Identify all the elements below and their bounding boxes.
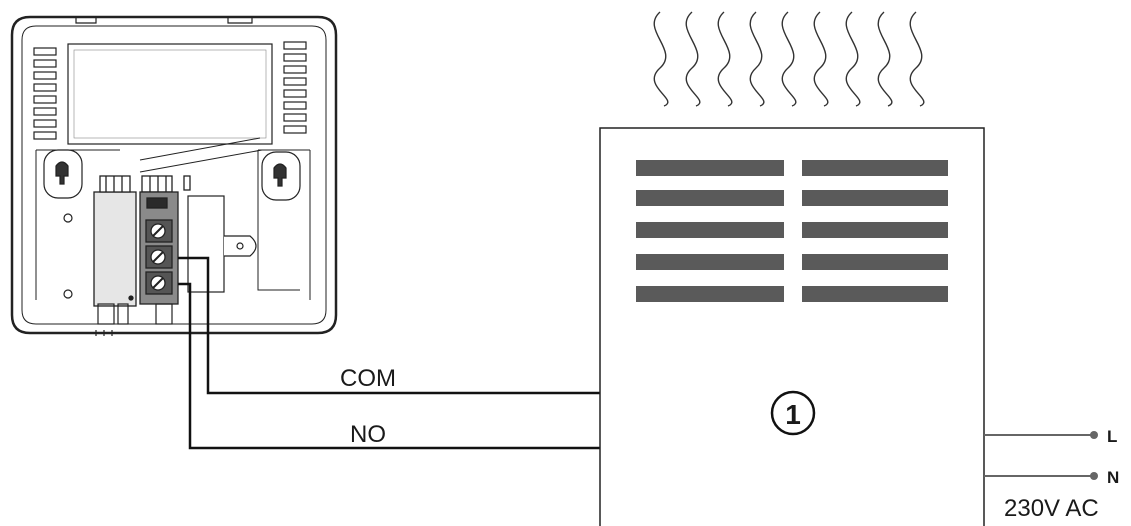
right-keyhole-mount xyxy=(261,151,301,201)
right-vent-slots xyxy=(283,41,307,134)
l-label: L xyxy=(1107,427,1117,446)
heater-number-circle xyxy=(770,390,816,436)
no-label: NO xyxy=(350,421,386,448)
heat-waves-icon xyxy=(653,11,925,107)
com-label: COM xyxy=(340,365,396,392)
power-lines xyxy=(984,431,1098,480)
bottom-tabs xyxy=(95,303,173,336)
connector-housing xyxy=(187,195,257,293)
n-terminal-dot xyxy=(1090,472,1098,480)
com-wire xyxy=(178,256,600,395)
terminal-block xyxy=(139,175,191,305)
left-keyhole-mount xyxy=(43,149,83,199)
thermostat-back-plate xyxy=(10,15,338,336)
l-terminal-dot xyxy=(1090,431,1098,439)
relay-module xyxy=(93,175,137,307)
wires xyxy=(178,256,600,450)
no-wire xyxy=(178,282,600,450)
voltage-label: 230V AC xyxy=(1004,495,1099,522)
heater-unit: 1 xyxy=(599,127,985,526)
left-vent-slots xyxy=(33,47,57,140)
heater-number: 1 xyxy=(785,399,801,430)
n-label: N xyxy=(1107,468,1119,487)
heater-grille xyxy=(636,160,948,302)
